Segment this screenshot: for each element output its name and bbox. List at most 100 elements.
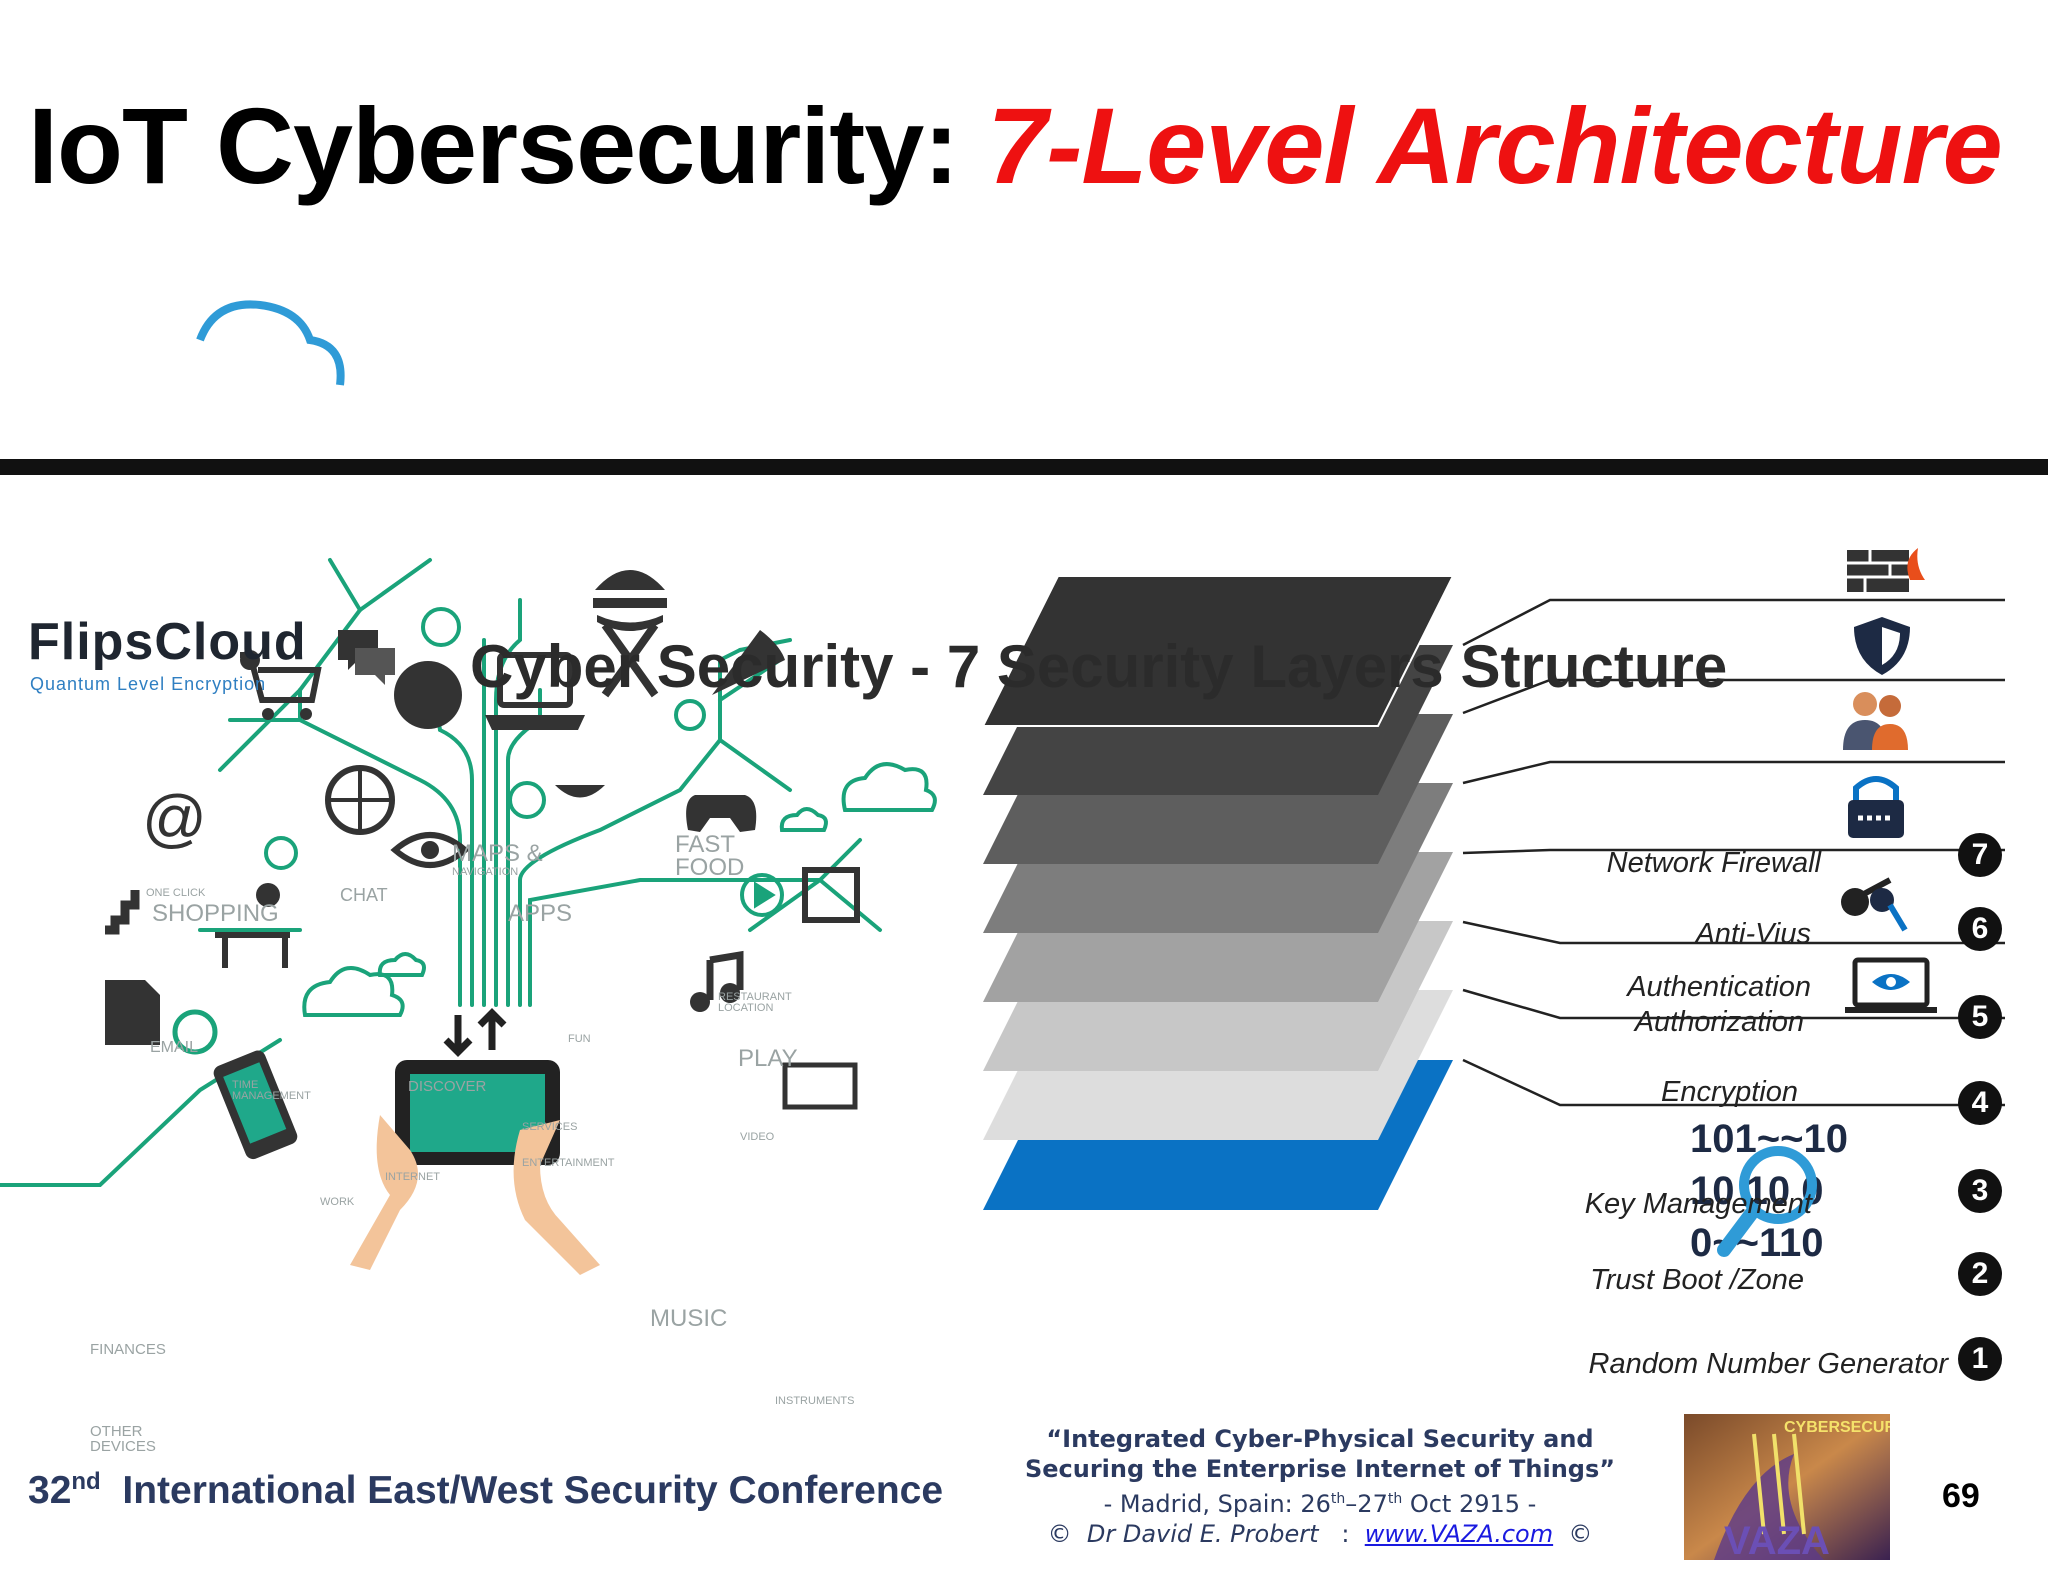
label-time-management: TIME MANAGEMENT	[232, 1079, 311, 1102]
layer-badge-4: 4	[1958, 1081, 2002, 1125]
layer-badge-3: 3	[1958, 1169, 2002, 1213]
label-chat: CHAT	[340, 885, 388, 905]
cite-date-c: Oct 2915 -	[1402, 1490, 1537, 1518]
cite-line-1: “Integrated Cyber-Physical Security and	[1046, 1425, 1594, 1453]
label-music: MUSIC	[650, 1305, 728, 1332]
cite-date-sup1: th	[1330, 1491, 1346, 1507]
label-fast-food: FAST FOOD	[675, 831, 745, 881]
film-icon	[802, 867, 860, 923]
layer-badge-5: 5	[1958, 995, 2002, 1039]
keys-icon	[1841, 877, 1908, 932]
label-maps: MAPS &	[452, 840, 543, 867]
layer-stack	[981, 575, 1455, 1210]
mouth-fun-icon	[555, 785, 605, 798]
layer-badge-2: 2	[1958, 1252, 2002, 1296]
globe-icon	[394, 661, 462, 729]
pizza-icon	[712, 630, 785, 695]
author-name: Dr David E. Probert	[1086, 1520, 1319, 1548]
layer-label-5a: Authentication	[1627, 971, 1811, 1003]
conference-name: International East/West Security Confere…	[122, 1469, 944, 1512]
layer-label-7: Network Firewall	[1606, 847, 1821, 879]
layer-label-2: Trust Boot /Zone	[1590, 1264, 1804, 1296]
label-fun: FUN	[568, 1033, 591, 1045]
cite-line-4: © Dr David E. Probert : www.VAZA.com ©	[985, 1519, 1655, 1549]
infographic: @	[0, 282, 2048, 1454]
bar-chart-icon	[105, 890, 140, 935]
label-one-click: ONE CLICK	[146, 887, 206, 899]
cloud-icon	[377, 952, 426, 977]
person-icon	[240, 650, 260, 670]
cloud-icon	[779, 807, 828, 832]
flipscloud-cloud-icon	[196, 300, 345, 386]
copyright-left: ©	[1047, 1520, 1072, 1548]
music-note-icon	[706, 950, 744, 1000]
hands	[350, 1115, 600, 1275]
vaza-logo-top-text: CYBERSECURITY	[1784, 1419, 1890, 1436]
firewall-icon	[1847, 548, 1925, 592]
layer-badge-1: 1	[1958, 1337, 2002, 1381]
label-instruments: INSTRUMENTS	[775, 1395, 855, 1407]
burger-icon	[593, 570, 667, 631]
label-services: SERVICES	[522, 1121, 578, 1133]
label-restaurant: RESTAURANT LOCATION	[718, 991, 792, 1014]
layer-label-1: Random Number Generator	[1588, 1348, 1948, 1380]
layer-label-6: Anti-Vius	[1695, 918, 1811, 950]
label-work: WORK	[320, 1196, 355, 1208]
document-icon	[105, 980, 160, 1045]
label-play: PLAY	[738, 1045, 798, 1072]
binary-line: 0~~110	[1690, 1221, 1824, 1265]
cite-date-a: - Madrid, Spain: 26	[1103, 1490, 1331, 1518]
infographic-drawing: @	[0, 300, 2048, 1275]
dollar-icon	[172, 1009, 218, 1055]
cite-date-b: –27	[1345, 1490, 1388, 1518]
header-divider	[0, 459, 2048, 475]
cite-date-sup2: th	[1387, 1491, 1403, 1507]
cite-line-2: Securing the Enterprise Internet of Thin…	[1024, 1455, 1616, 1483]
title-accent: 7-Level Architecture	[987, 85, 2002, 206]
eye-icon	[390, 832, 470, 868]
footer-conference: 32nd International East/West Security Co…	[28, 1468, 943, 1513]
label-navigation: NAVIGATION	[452, 866, 519, 878]
vaza-logo-bottom-text: VAZA	[1724, 1519, 1830, 1560]
layer-badge-6: 6	[1958, 907, 2002, 951]
flipscloud-logo: FlipsCloud	[28, 613, 307, 671]
laptop-icon	[497, 652, 573, 708]
label-internet: INTERNET	[385, 1171, 440, 1183]
plus-circle-icon	[508, 781, 546, 819]
conference-number: 32	[28, 1469, 72, 1512]
label-other-devices: OTHER DEVICES	[90, 1423, 156, 1455]
page-number: 69	[1942, 1477, 1980, 1515]
label-video: VIDEO	[740, 1131, 775, 1143]
cloud-icon	[841, 762, 937, 812]
piano-icon	[782, 1062, 858, 1110]
fork-knife-icon	[601, 622, 659, 698]
target-icon	[674, 699, 706, 731]
conference-ordinal: nd	[71, 1468, 101, 1495]
gamepad-icon	[686, 795, 757, 832]
slide-title: IoT Cybersecurity: 7-Level Architecture	[28, 92, 2003, 200]
label-entertainment: ENTERTAINMENT	[522, 1157, 615, 1169]
clock-icon	[264, 836, 298, 870]
cite-line-3: - Madrid, Spain: 26th–27th Oct 2915 -	[985, 1484, 1655, 1519]
layer-label-4: Encryption	[1660, 1076, 1798, 1108]
cloud-icon	[302, 966, 405, 1017]
flipscloud-tagline: Quantum Level Encryption	[30, 674, 267, 694]
footer-citation: “Integrated Cyber-Physical Security and …	[985, 1424, 1655, 1549]
cite-separator: :	[1341, 1520, 1350, 1548]
play-icon	[740, 873, 784, 917]
label-finances: FINANCES	[90, 1341, 166, 1358]
up-down-arrows-icon	[443, 1008, 507, 1057]
layer-7	[981, 575, 1455, 727]
magnifier-icon	[1717, 1146, 1817, 1257]
desk-worker-icon	[215, 932, 290, 968]
layer-label-3: Key Management	[1584, 1188, 1812, 1220]
users-icon	[1843, 692, 1908, 750]
label-shopping: SHOPPING	[152, 900, 279, 927]
copyright-right: ©	[1568, 1520, 1593, 1548]
laptop-eye-icon	[1845, 957, 1937, 1013]
vaza-website-link[interactable]: www.VAZA.com	[1364, 1520, 1554, 1548]
layer-badge-7: 7	[1958, 833, 2002, 877]
title-main: IoT Cybersecurity:	[28, 85, 959, 206]
label-discover: DISCOVER	[408, 1078, 487, 1095]
pin-icon	[421, 607, 461, 647]
